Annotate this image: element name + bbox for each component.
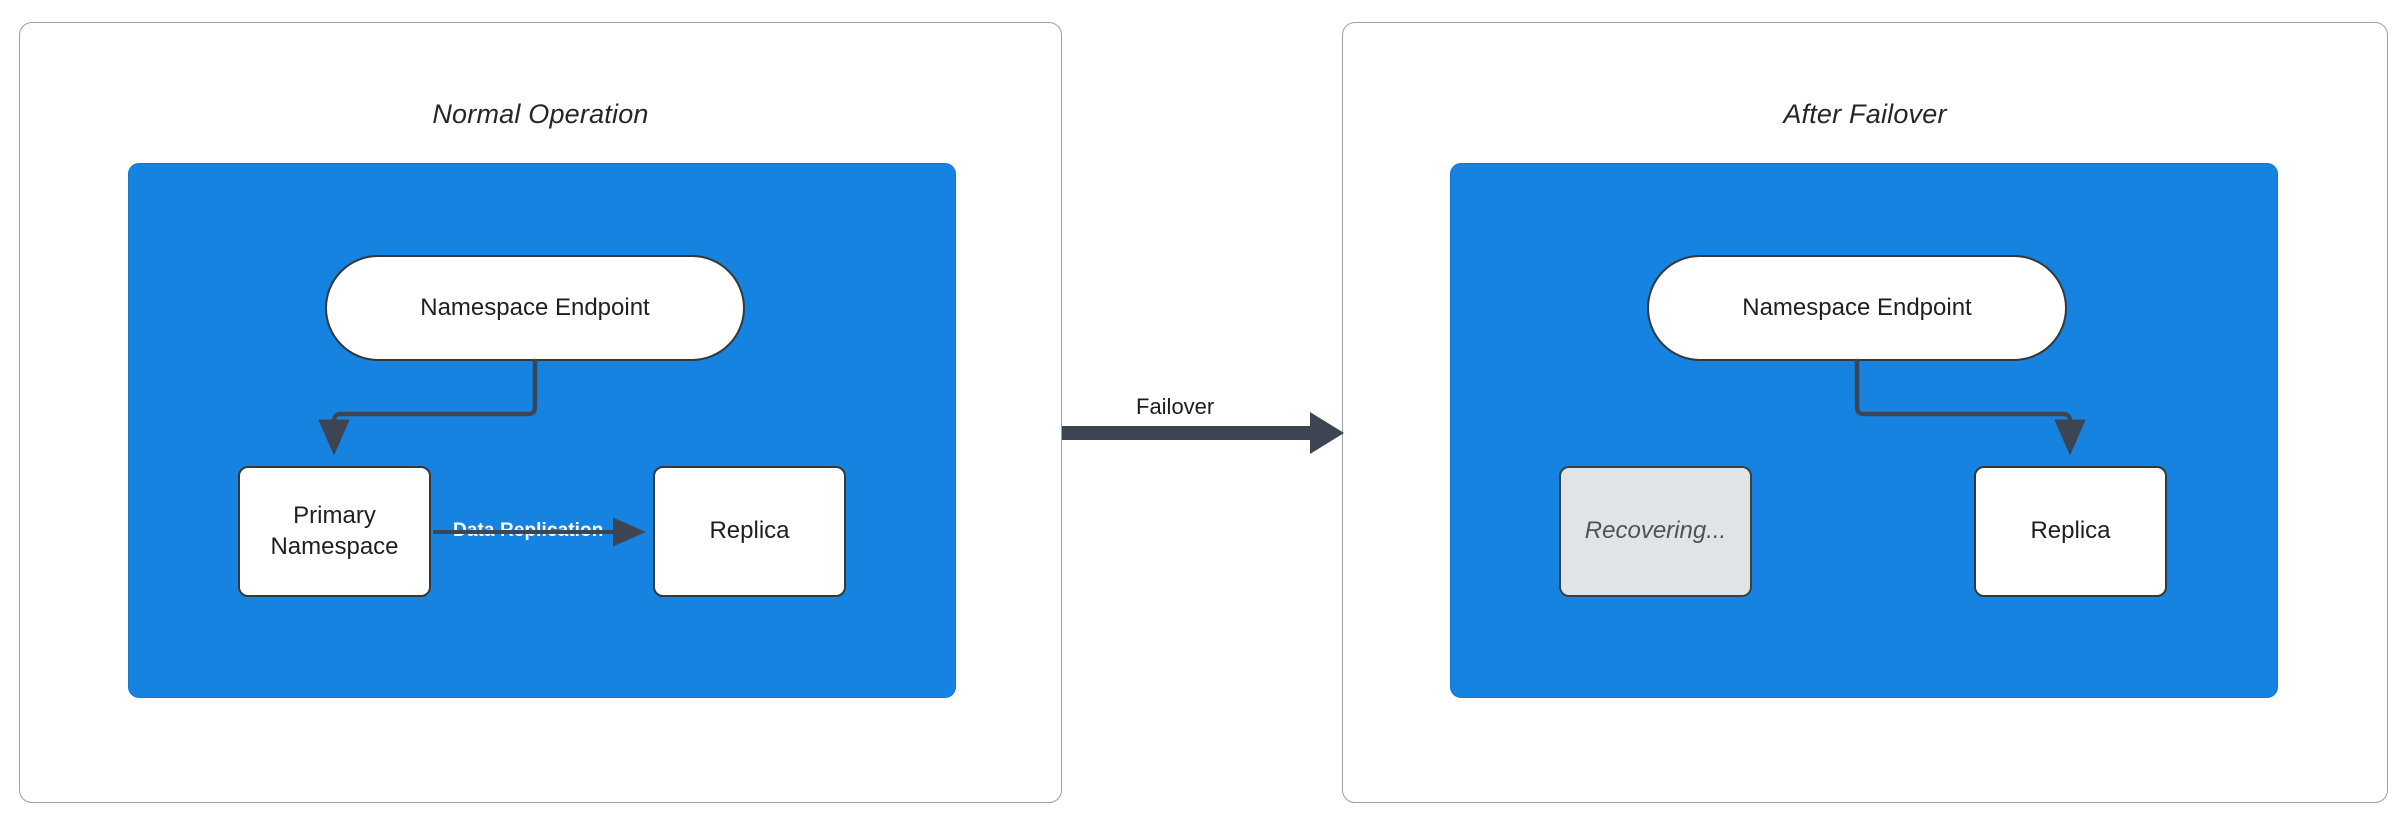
node-label-line1: Primary xyxy=(293,502,376,530)
transition-label-failover: Failover xyxy=(1136,394,1215,419)
edge-label-data-replication: Data Replication xyxy=(453,520,604,541)
node-recovering[interactable]: Recovering... xyxy=(1559,466,1752,597)
node-replica-left[interactable]: Replica xyxy=(653,466,846,597)
node-label: Replica xyxy=(709,517,790,545)
node-label: Namespace Endpoint xyxy=(1742,293,1972,321)
node-label-line2: Namespace xyxy=(270,532,399,560)
blue-region-normal-operation xyxy=(128,163,956,698)
node-namespace-endpoint-right[interactable]: Namespace Endpoint xyxy=(1647,255,2067,361)
node-replica-right[interactable]: Replica xyxy=(1974,466,2167,597)
node-label: Primary Namespace xyxy=(270,501,398,561)
node-label: Recovering... xyxy=(1584,517,1727,545)
node-primary-namespace[interactable]: Primary Namespace xyxy=(238,466,431,597)
node-label: Namespace Endpoint xyxy=(420,293,650,321)
node-label: Replica xyxy=(2030,517,2111,545)
node-namespace-endpoint-left[interactable]: Namespace Endpoint xyxy=(325,255,745,361)
blue-region-after-failover xyxy=(1450,163,2278,698)
panel-title-after-failover: After Failover xyxy=(1783,99,1947,129)
panel-title-normal-operation: Normal Operation xyxy=(432,99,649,129)
